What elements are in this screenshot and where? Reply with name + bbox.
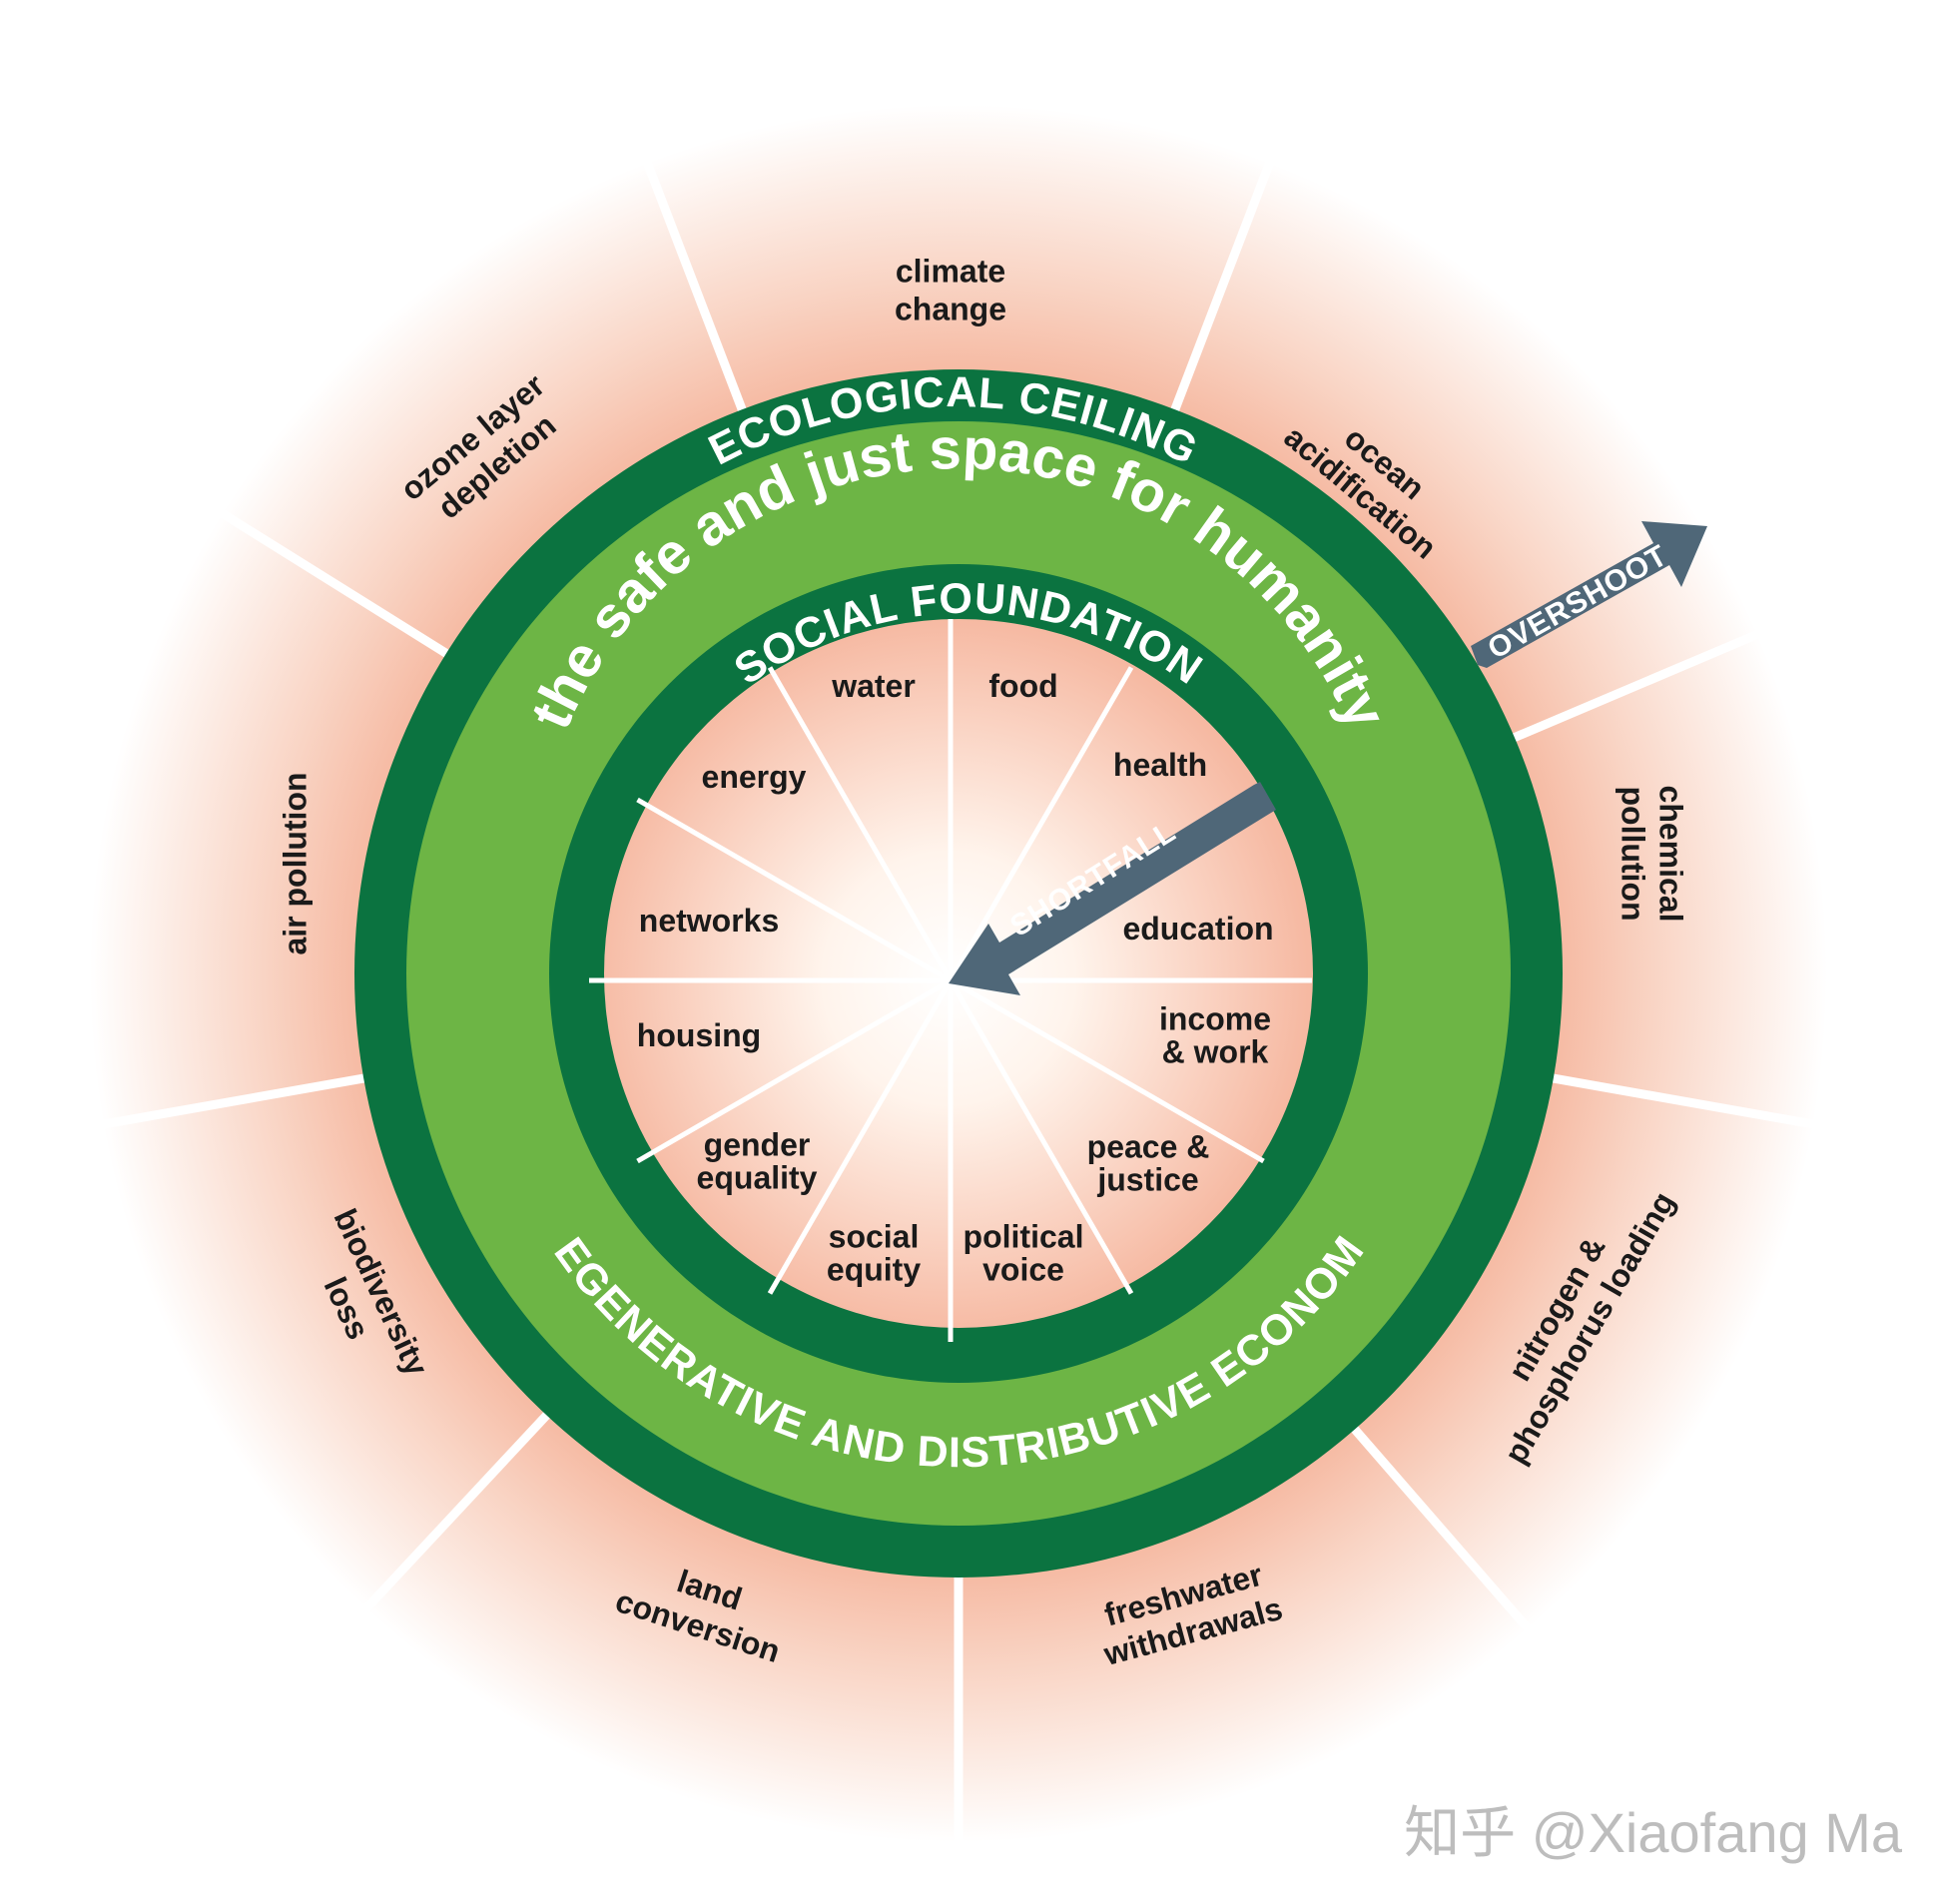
ecological-dimension-label: chemicalpollution — [1616, 786, 1689, 923]
social-dimension-label: peace &justice — [1087, 1129, 1210, 1198]
inner-divider — [767, 978, 954, 1295]
overshoot-arrow — [1471, 521, 1707, 668]
ecological-dimension-label-line: air pollution — [278, 772, 314, 954]
social-dimension-label-line: income — [1159, 1001, 1271, 1037]
inner-divider — [767, 666, 954, 982]
social-dimension-label: education — [1122, 911, 1273, 947]
outer-divider — [211, 503, 453, 660]
social-dimension-label: food — [988, 668, 1057, 704]
inner-divider — [948, 978, 1134, 1295]
social-dimension-label-line: networks — [639, 903, 779, 939]
social-foundation-dimensions: food health education income& work peace &ju… — [637, 668, 1274, 1287]
outer-divider — [1548, 1072, 1825, 1131]
social-dimension-label: water — [831, 668, 916, 704]
social-dimension-label-line: food — [988, 668, 1057, 704]
social-dimension-label-line: education — [1122, 911, 1273, 947]
inner-divider — [948, 666, 1134, 982]
ecological-dimension-label-line: chemical — [1653, 786, 1689, 923]
inner-divider — [636, 797, 953, 983]
outer-divider — [1168, 151, 1278, 416]
inner-divider — [949, 977, 1265, 1164]
social-dimension-label: energy — [702, 759, 807, 795]
ecological-dimension-label: air pollution — [278, 772, 314, 954]
outer-divider — [355, 1408, 554, 1619]
social-dimension-label: health — [1113, 747, 1207, 783]
ecological-dimension-label-line: pollution — [1616, 786, 1651, 921]
outer-divider — [639, 151, 749, 416]
inner-divider — [636, 977, 953, 1164]
social-dimension-label-line: political — [964, 1219, 1084, 1255]
social-dimension-label-line: health — [1113, 747, 1207, 783]
social-dimension-label-line: energy — [702, 759, 807, 795]
social-dimension-label-line: & work — [1162, 1034, 1269, 1070]
social-dimension-label-line: peace & — [1087, 1129, 1210, 1165]
social-dimension-label: housing — [637, 1017, 761, 1053]
social-dimension-label-line: gender — [704, 1127, 811, 1163]
watermark: 知乎 @Xiaofang Ma — [1404, 1801, 1903, 1864]
social-dimension-label-line: equity — [827, 1252, 921, 1288]
social-dimension-label-line: justice — [1096, 1162, 1198, 1198]
social-dimension-label: income& work — [1159, 1001, 1271, 1070]
social-dimension-label-line: equality — [697, 1160, 818, 1196]
outer-divider — [1508, 626, 1769, 744]
ecological-dimension-label-line: climate — [896, 254, 1005, 290]
social-dimension-label-line: housing — [637, 1017, 761, 1053]
outer-divider — [92, 1072, 369, 1131]
social-dimension-label-line: voice — [982, 1252, 1064, 1288]
social-dimension-label-line: water — [831, 668, 916, 704]
shortfall-arrow — [949, 782, 1276, 995]
outer-sector-dividers — [92, 151, 1825, 1852]
ecological-dimension-label-line: change — [895, 292, 1006, 327]
social-dimension-label: networks — [639, 903, 779, 939]
outer-divider — [1348, 1422, 1539, 1640]
social-dimension-label-line: social — [829, 1219, 920, 1255]
